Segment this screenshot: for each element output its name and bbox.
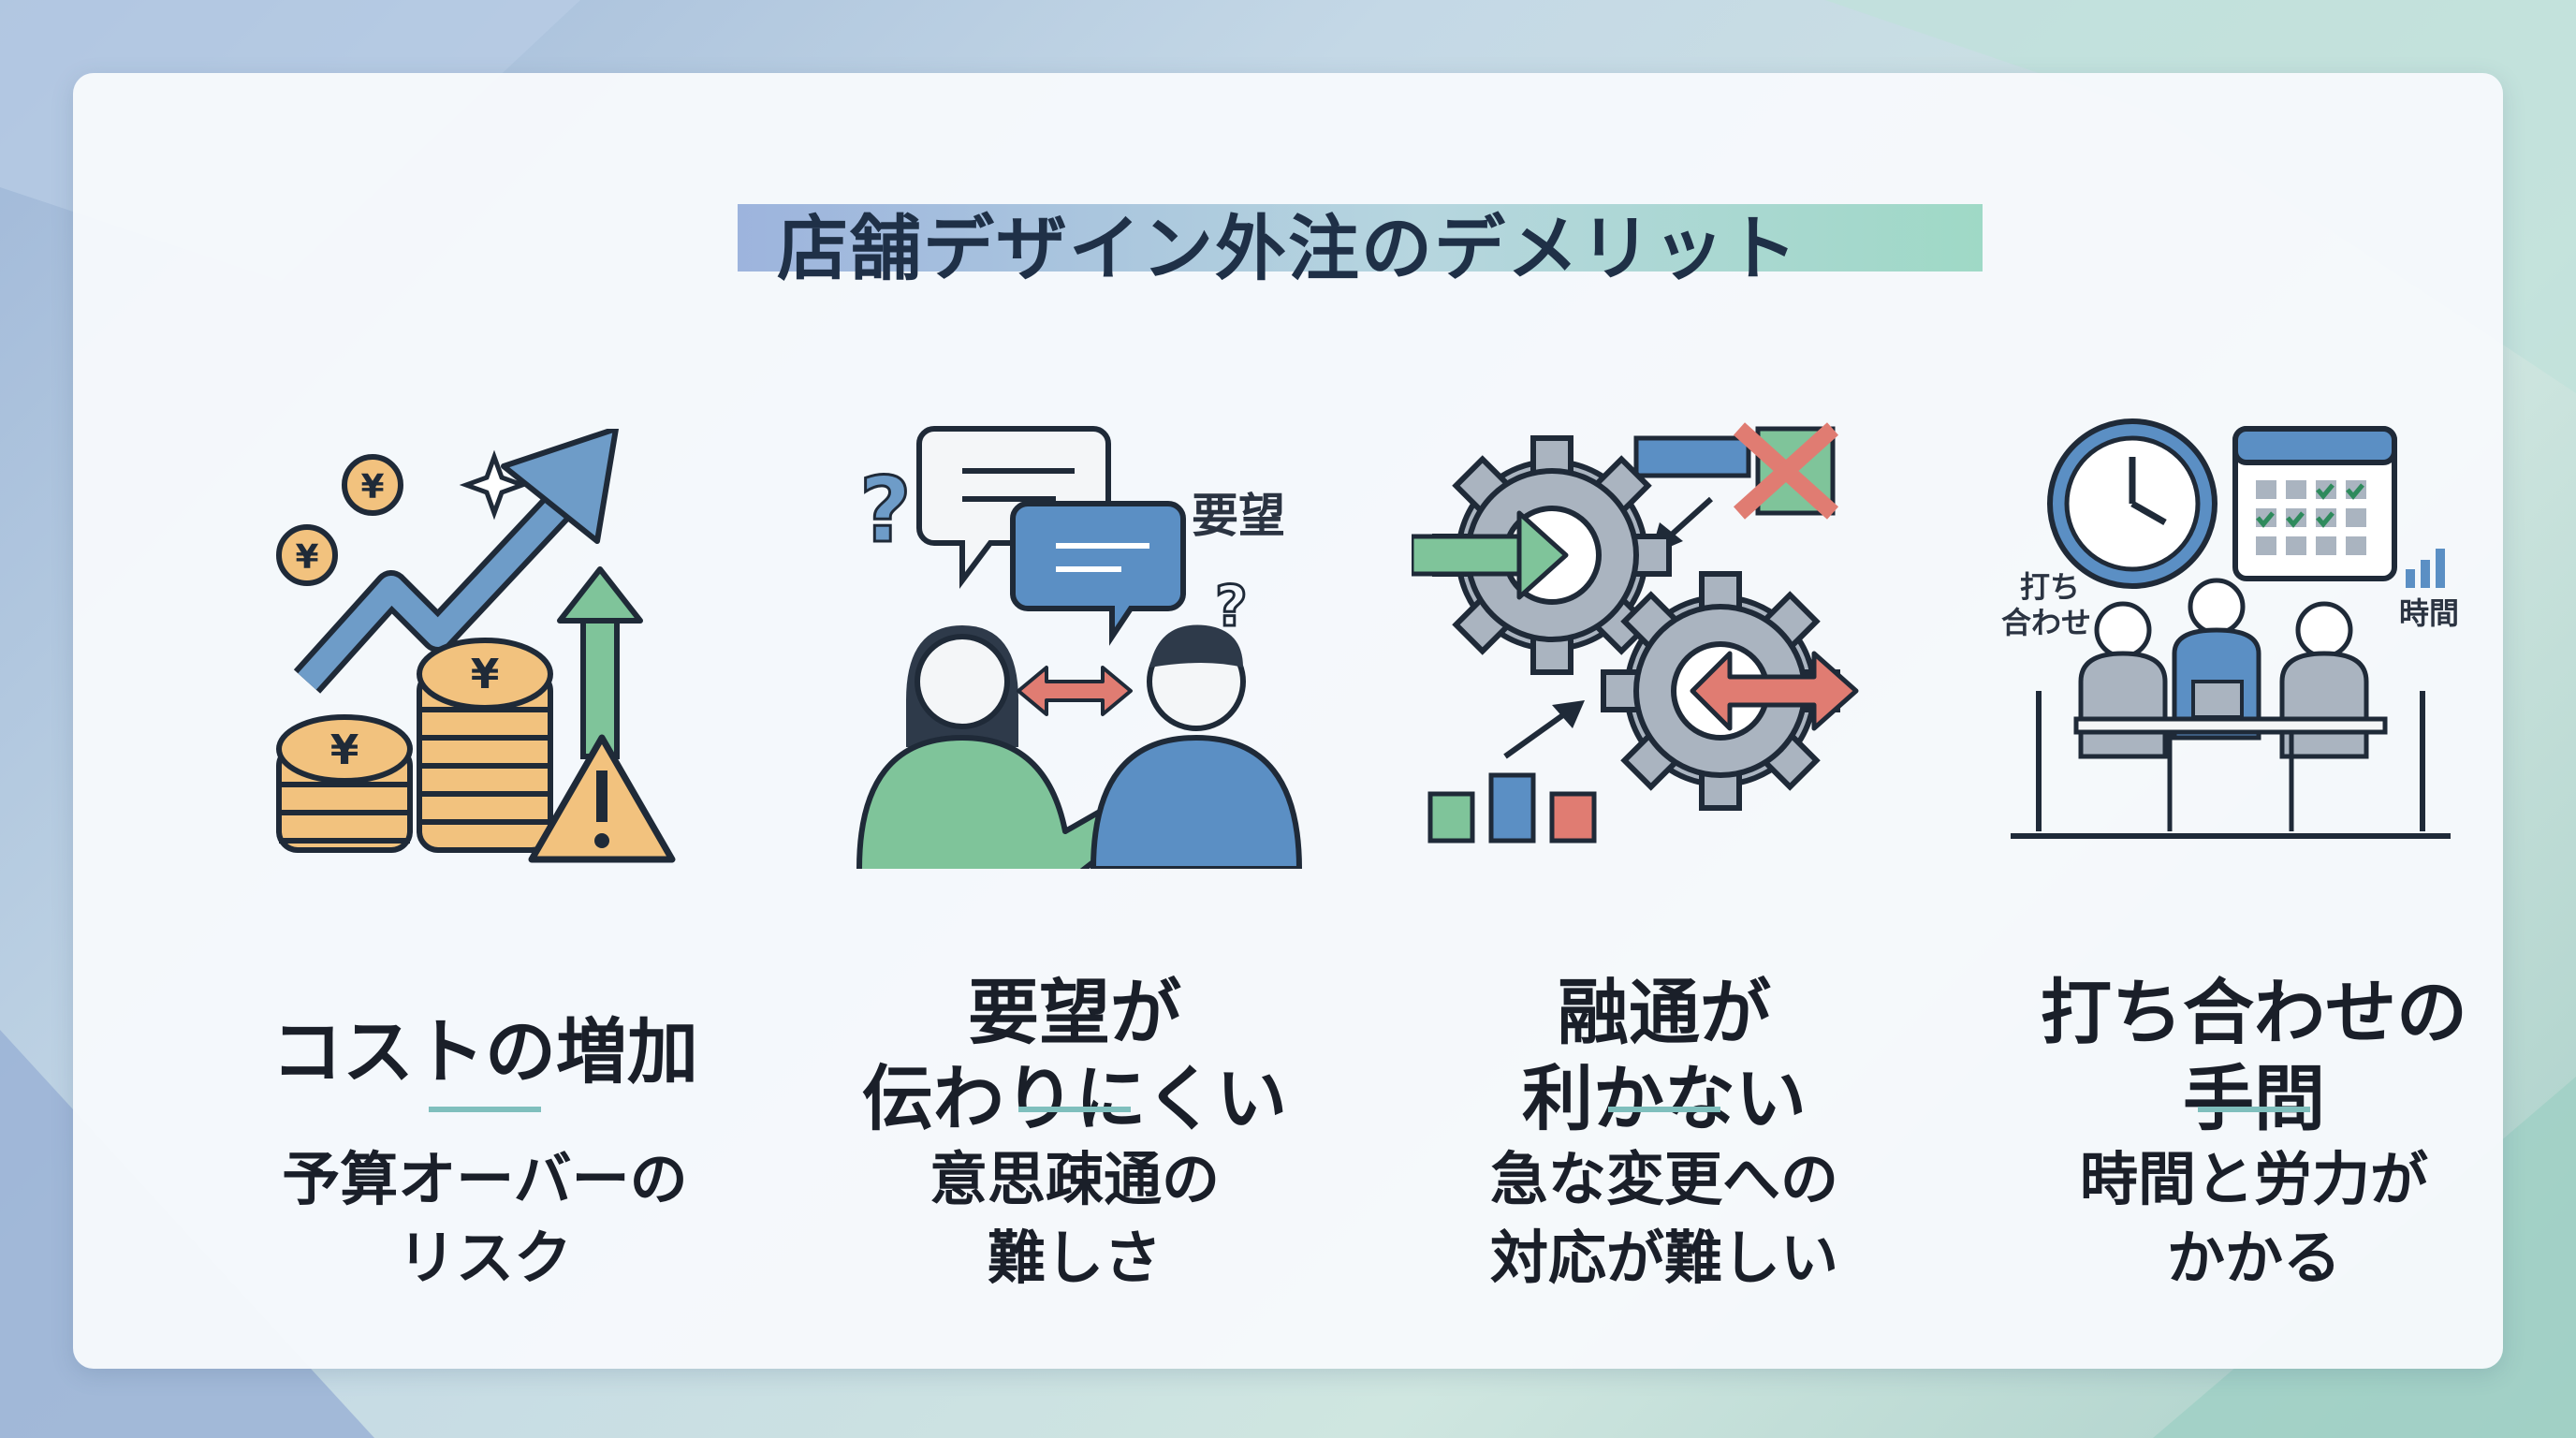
rigid-gears-icon xyxy=(1374,422,1954,953)
item-inflexible: 融通が 利かない 急な変更への 対応が難しい xyxy=(1374,73,1954,1369)
heading-line: 利かない xyxy=(1522,1057,1807,1140)
heading-line: 打ち合わせの xyxy=(2041,971,2467,1054)
heading-line: 伝わりにくい xyxy=(861,1057,1288,1140)
desc-line: リスク xyxy=(397,1224,572,1292)
request-label: 要望 xyxy=(1192,489,1285,543)
item-description: 急な変更への 対応が難しい xyxy=(1374,1140,1954,1298)
svg-text:¥: ¥ xyxy=(330,726,359,774)
item-heading: 打ち合わせの 手間 xyxy=(1964,970,2544,1142)
heading-line: コストの増加 xyxy=(271,1010,698,1093)
content-card: 店舗デザイン外注のデメリット ¥ ¥ xyxy=(73,73,2503,1369)
miscommunication-icon: ? ? 要望 xyxy=(784,426,1365,953)
desc-line: 時間と労力が xyxy=(2079,1145,2428,1213)
meeting-label: 合わせ xyxy=(2001,605,2091,640)
desc-line: 難しさ xyxy=(987,1224,1162,1292)
desc-line: 意思疎通の xyxy=(929,1145,1220,1213)
heading-line: 融通が xyxy=(1558,971,1771,1054)
page-title: 店舗デザイン外注のデメリット xyxy=(777,207,1799,290)
time-label: 時間 xyxy=(2399,595,2459,631)
desc-line: 急な変更への xyxy=(1489,1145,1838,1213)
svg-text:¥: ¥ xyxy=(360,468,384,506)
meeting-time-icon: 打ち 合わせ 時間 xyxy=(1964,418,2544,953)
heading-line: 要望が xyxy=(968,971,1181,1054)
item-description: 予算オーバーの リスク xyxy=(195,1140,775,1298)
desc-line: 対応が難しい xyxy=(1489,1224,1838,1292)
item-meeting-effort: 打ち 合わせ 時間 打ち合わせの 手間 xyxy=(1964,73,2544,1369)
svg-text:¥: ¥ xyxy=(471,651,500,698)
item-heading: 要望が 伝わりにくい xyxy=(784,970,1365,1142)
divider xyxy=(429,1107,541,1112)
rising-cost-coins-icon: ¥ ¥ ¥ xyxy=(195,429,775,953)
svg-text:?: ? xyxy=(859,458,912,563)
svg-text:¥: ¥ xyxy=(295,538,318,577)
meeting-label: 打ち xyxy=(2020,569,2080,605)
desc-line: かかる xyxy=(2166,1224,2341,1292)
divider xyxy=(1018,1107,1131,1112)
desc-line: 予算オーバーの xyxy=(282,1145,688,1213)
divider xyxy=(1608,1107,1720,1112)
item-heading: 融通が 利かない xyxy=(1374,970,1954,1142)
divider xyxy=(2198,1107,2310,1112)
heading-line: 手間 xyxy=(2183,1057,2325,1140)
item-heading: コストの増加 xyxy=(195,1009,775,1095)
item-hard-to-communicate: ? ? 要望 要 xyxy=(784,73,1365,1369)
item-description: 意思疎通の 難しさ xyxy=(784,1140,1365,1298)
item-description: 時間と労力が かかる xyxy=(1964,1140,2544,1298)
title-highlight-bar xyxy=(738,204,1983,271)
item-cost-increase: ¥ ¥ ¥ xyxy=(195,73,775,1369)
